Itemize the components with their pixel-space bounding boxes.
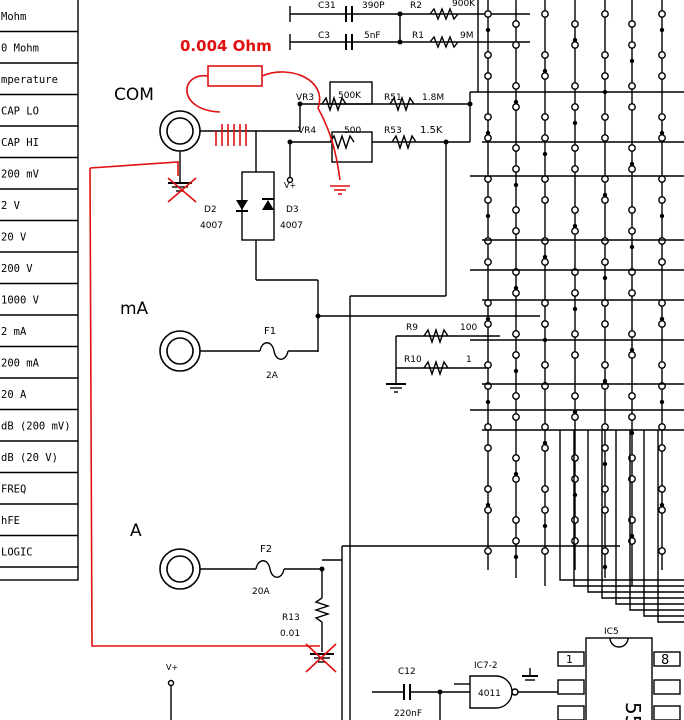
range-switch-matrix: [470, 0, 684, 623]
vr3-label: VR3: [296, 93, 314, 103]
ic5-type: 555: [621, 702, 645, 720]
r51-zigzag: [389, 95, 415, 113]
r53-value: 1.5K: [420, 125, 443, 136]
d2-label: D2: [204, 205, 217, 215]
vr3-zigzag: [321, 95, 347, 113]
ma-jack-label: mA: [120, 299, 149, 319]
ic7-type: 4011: [478, 689, 501, 699]
red-shunt-resistor: [207, 65, 263, 87]
f1-fuse: [259, 342, 289, 360]
range-label: 200 mA: [1, 358, 40, 370]
a-section: A F2 20A R13 0.01: [130, 521, 620, 720]
vr4-label: VR4: [298, 126, 316, 136]
c3-value: 5nF: [364, 31, 381, 41]
r10-value: 1: [466, 355, 472, 365]
r10-label: R10: [404, 355, 422, 365]
c3-label: C3: [318, 31, 330, 41]
range-label: Mohm: [1, 11, 26, 23]
range-label: 0 Mohm: [1, 43, 39, 55]
r13-value: 0.01: [280, 629, 300, 639]
a-jack-label: A: [130, 521, 142, 541]
r1-value: 9M: [460, 31, 474, 41]
d3-label: D3: [286, 205, 299, 215]
f2-value: 20A: [252, 587, 270, 597]
range-label: CAP HI: [1, 137, 39, 149]
range-label: mperature: [1, 74, 58, 86]
r9-r10-section: R9 100 R10 1: [386, 323, 500, 393]
red-x-com-2: [167, 177, 197, 203]
shunt-trim-network: VR3 500K R51 1.8M VR4 500 R53 1.5K: [286, 81, 473, 720]
ic7-label: IC7-2: [474, 661, 498, 671]
com-section: COM D2 4007 D3 4007: [114, 85, 319, 352]
r53-label: R53: [384, 126, 402, 136]
r9-value: 100: [460, 323, 477, 333]
f2-label: F2: [260, 544, 272, 555]
range-label: dB (20 V): [1, 452, 58, 464]
range-label: 1000 V: [1, 295, 40, 307]
com-jack-label: COM: [114, 85, 154, 105]
f1-value: 2A: [266, 371, 279, 381]
c12-value: 220nF: [394, 709, 422, 719]
ic5-pin8: 8: [661, 653, 669, 668]
range-label: 2 V: [1, 200, 21, 212]
range-label: 200 V: [1, 263, 33, 275]
range-label: 20 V: [1, 232, 27, 244]
logic-section: V+ V+ IC7-2 4011 C12 220nF 1 8 IC5 555: [166, 181, 681, 720]
range-label: 2 mA: [1, 326, 27, 338]
r2-value: 900K: [452, 0, 476, 9]
red-shunt-coil: [215, 124, 247, 146]
r51-label: R51: [384, 93, 402, 103]
shunt-value-annotation: 0.004 Ohm: [180, 37, 272, 55]
range-label: 20 A: [1, 389, 27, 401]
range-label: 200 mV: [1, 169, 40, 181]
d3-diode: [262, 200, 274, 210]
v-plus-bottom: V+: [166, 663, 178, 672]
c12-label: C12: [398, 667, 416, 677]
vr4-zigzag: [329, 133, 355, 151]
r51-value: 1.8M: [422, 93, 444, 103]
r1-label: R1: [412, 31, 424, 41]
r1-zigzag: [429, 35, 459, 49]
c31-value: 390P: [362, 1, 385, 11]
d2-diode: [236, 200, 248, 210]
d3-type: 4007: [280, 221, 303, 231]
range-label: LOGIC: [1, 547, 33, 559]
range-label: FREQ: [1, 484, 26, 496]
d2-type: 4007: [200, 221, 223, 231]
ma-section: mA F1 2A: [120, 299, 540, 381]
r53-zigzag: [391, 133, 417, 151]
vr4-value: 500: [344, 126, 361, 136]
c31-label: C31: [318, 1, 336, 11]
ic5-label: IC5: [604, 627, 619, 637]
ic5-chip: [585, 637, 653, 720]
r13-label: R13: [282, 613, 300, 623]
vr3-value: 500K: [338, 91, 362, 101]
r2-zigzag: [429, 7, 459, 21]
range-label: hFE: [1, 515, 20, 527]
r9-label: R9: [406, 323, 418, 333]
r9-zigzag: [423, 327, 449, 345]
red-annotation: 0.004 Ohm: [89, 37, 350, 673]
f1-label: F1: [264, 326, 276, 337]
top-divider-network: C31 390P C3 5nF R2 900K R1 9M: [289, 0, 530, 92]
red-bypass-wire: [89, 161, 320, 647]
r10-zigzag: [423, 359, 449, 377]
ic5-pin1: 1: [566, 653, 573, 666]
range-label: CAP LO: [1, 106, 39, 118]
r2-label: R2: [410, 1, 422, 11]
red-x-a-2: [305, 643, 337, 673]
v-plus-top: V+: [284, 181, 296, 190]
f2-fuse: [255, 560, 285, 578]
r13-zigzag: [313, 597, 331, 623]
range-label: dB (200 mV): [1, 421, 71, 433]
